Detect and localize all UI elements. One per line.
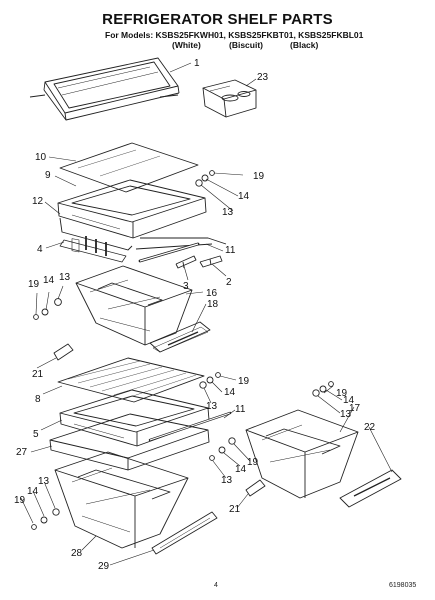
part-grid-insert-8 [57, 357, 205, 403]
callout-11: 11 [225, 245, 236, 256]
callout-19-c: 19 [238, 376, 250, 387]
callout-29: 29 [98, 561, 110, 572]
callout-28: 28 [71, 548, 83, 559]
callout-14-d: 14 [343, 395, 355, 406]
part-slides-2-3 [175, 255, 223, 269]
callout-14-c: 14 [224, 387, 236, 398]
part-glass-insert-10 [59, 142, 199, 193]
part-crisper-frame-9 [57, 179, 207, 239]
part-drawer-front-18 [149, 321, 211, 353]
callout-14-f: 14 [27, 486, 39, 497]
callout-4: 4 [37, 244, 43, 255]
fastener-stack-lower-left [31, 508, 60, 530]
part-drawer-front-22 [339, 469, 402, 508]
callout-13-b: 13 [59, 272, 71, 283]
fastener-stack-top-right [195, 170, 215, 187]
callout-21: 21 [32, 369, 44, 380]
callout-23: 23 [257, 72, 269, 83]
color-black: (Black) [290, 40, 319, 50]
callout-5: 5 [33, 429, 39, 440]
color-white: (White) [172, 40, 201, 50]
callout-14-b: 14 [43, 275, 55, 286]
callout-9: 9 [45, 170, 51, 181]
callout-12: 12 [32, 196, 44, 207]
callout-19-e: 13 [221, 475, 233, 486]
part-glass-shelf-1 [29, 57, 180, 121]
page-title: REFRIGERATOR SHELF PARTS [102, 11, 333, 28]
callout-8: 8 [35, 394, 41, 405]
callout-3: 3 [183, 281, 189, 292]
callout-22: 22 [364, 422, 376, 433]
callout-11-b: 11 [235, 404, 246, 415]
part-small-bin-23 [202, 79, 257, 118]
callout-17: 17 [349, 403, 361, 414]
part-clip-21-lower [245, 479, 266, 497]
part-rod-11 [138, 242, 200, 263]
callout-14: 14 [238, 191, 250, 202]
callout-13-f: 13 [38, 476, 50, 487]
part-frame-27 [49, 413, 210, 471]
page-number: 4 [214, 582, 218, 589]
callout-13-d: 13 [340, 409, 352, 420]
callout-1: 1 [194, 58, 200, 69]
callout-10: 10 [35, 152, 47, 163]
part-crisper-drawer-16 [75, 265, 193, 346]
part-crisper-drawer-28 [54, 451, 189, 549]
fastener-stack-mid-right [199, 372, 221, 389]
part-crisper-drawer-17 [245, 409, 359, 499]
callout-21-b: 21 [229, 504, 241, 515]
callout-14-e: 14 [235, 464, 247, 475]
leader-lines [20, 62, 393, 566]
part-clip-21-upper [53, 343, 74, 361]
models-line: For Models: KSBS25FKWH01, KSBS25FKBT01, … [105, 30, 364, 40]
callout-labels: 1 23 10 9 19 14 13 12 4 11 3 2 19 14 13 … [14, 58, 376, 572]
doc-number: 6198035 [389, 582, 417, 589]
callout-16: 16 [206, 288, 218, 299]
fastener-stack-right [312, 381, 334, 397]
color-biscuit: (Biscuit) [229, 40, 263, 50]
callout-18: 18 [207, 299, 219, 310]
callout-13: 13 [222, 207, 234, 218]
callout-2: 2 [226, 277, 232, 288]
callout-19-d: 19 [336, 388, 348, 399]
callout-19: 19 [253, 171, 265, 182]
callout-19-b: 19 [28, 279, 40, 290]
fastener-stack-lower-center [209, 437, 236, 461]
part-drawer-front-29 [151, 511, 218, 555]
part-frame-rails-4-12 [59, 217, 227, 263]
callout-13-e: 19 [247, 457, 259, 468]
callout-19-f: 19 [14, 495, 26, 506]
callout-13-c: 13 [206, 401, 218, 412]
callout-27: 27 [16, 447, 28, 458]
